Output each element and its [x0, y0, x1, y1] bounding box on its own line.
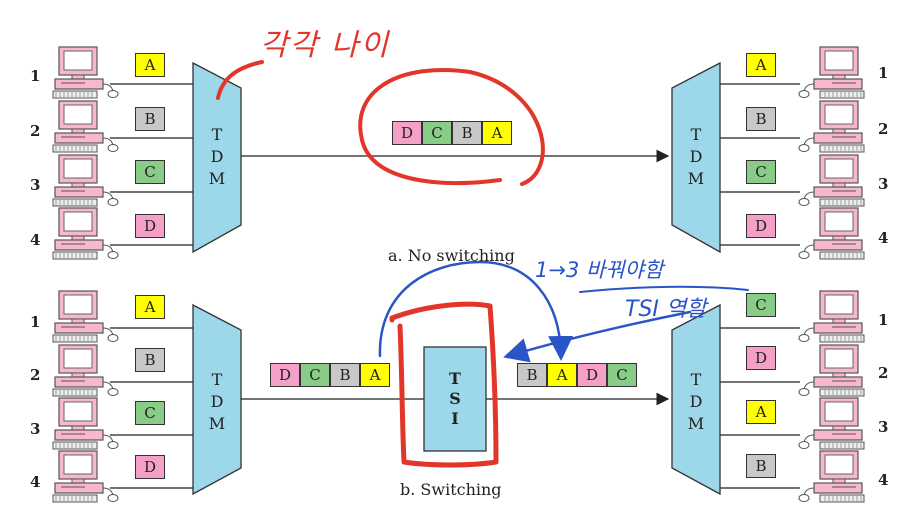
- blue-swap-arc: [378, 260, 574, 361]
- blue-tsi-arrow: [503, 310, 692, 363]
- bottom-left-box-c: C: [135, 401, 165, 425]
- tdm-letter-bottom-left-tdm-1: D: [211, 392, 224, 411]
- bottom-right-box-a: A: [746, 400, 776, 424]
- tdm-letter-top-right-tdm-0: T: [691, 125, 702, 144]
- bottom-left-box-d: D: [135, 455, 165, 479]
- bottom-right-computer-icon-4: [798, 450, 865, 503]
- top-frame-slot-b: B: [452, 121, 482, 145]
- top-left-number-2: 2: [30, 122, 41, 140]
- top-left-number-3: 3: [30, 176, 41, 194]
- tdm-letter-top-left-tdm-2: M: [209, 169, 225, 188]
- top-right-box-b: B: [746, 107, 776, 131]
- bottom-out-slot-d: D: [577, 363, 607, 387]
- top-left-box-c: C: [135, 160, 165, 184]
- top-left-box-b: B: [135, 107, 165, 131]
- bottom-left-box-b: B: [135, 348, 165, 372]
- tdm-letter-bottom-right-tdm-0: T: [691, 370, 702, 389]
- top-left-box-d: D: [135, 214, 165, 238]
- top-left-computer-icon-3: [52, 154, 119, 207]
- top-right-tdm: [671, 61, 721, 254]
- top-right-box-d: D: [746, 214, 776, 238]
- bottom-left-computer-icon-2: [52, 344, 119, 397]
- tsi-box: [423, 346, 487, 452]
- bottom-right-computer-icon-2: [798, 344, 865, 397]
- top-frame-slot-a: A: [482, 121, 512, 145]
- bottom-caption: b. Switching: [400, 480, 502, 499]
- bottom-in-slot-a: A: [360, 363, 390, 387]
- bottom-in-slot-b: B: [330, 363, 360, 387]
- top-right-number-1: 1: [878, 64, 889, 82]
- bottom-left-number-2: 2: [30, 366, 41, 384]
- tsi-letter-1: S: [449, 389, 461, 408]
- top-right-computer-icon-4: [798, 207, 865, 260]
- bottom-out-slot-a: A: [547, 363, 577, 387]
- bottom-left-computer-icon-4: [52, 450, 119, 503]
- top-right-computer-icon-3: [798, 154, 865, 207]
- top-frame-slot-c: C: [422, 121, 452, 145]
- bottom-right-box-d: D: [746, 346, 776, 370]
- bottom-left-number-3: 3: [30, 420, 41, 438]
- red-tsi-highlight: [389, 301, 499, 468]
- tdm-letter-top-left-tdm-0: T: [212, 125, 223, 144]
- top-right-number-4: 4: [878, 229, 889, 247]
- bottom-left-number-4: 4: [30, 473, 41, 491]
- bottom-out-slot-b: B: [517, 363, 547, 387]
- bottom-in-slot-c: C: [300, 363, 330, 387]
- tdm-letter-top-right-tdm-1: D: [690, 147, 703, 166]
- bottom-right-number-2: 2: [878, 364, 889, 382]
- tdm-letter-top-left-tdm-1: D: [211, 147, 224, 166]
- top-right-number-3: 3: [878, 175, 889, 193]
- bottom-left-box-a: A: [135, 295, 165, 319]
- tdm-letter-bottom-left-tdm-0: T: [212, 370, 223, 389]
- tsi-letter-2: I: [451, 409, 458, 428]
- bottom-right-box-c: C: [746, 293, 776, 317]
- top-right-computer-icon-2: [798, 100, 865, 153]
- tsi-letter-0: T: [449, 369, 461, 388]
- top-left-computer-icon-1: [52, 46, 119, 99]
- top-right-box-c: C: [746, 160, 776, 184]
- bottom-right-computer-icon-1: [798, 290, 865, 343]
- top-left-computer-icon-4: [52, 207, 119, 260]
- bottom-left-tdm: [192, 303, 242, 496]
- blue-handwritten-tsi-note: TSI 역할: [625, 297, 707, 322]
- blue-handwritten-swap-note: 1→3 바꿔야함: [535, 258, 664, 282]
- top-left-computer-icon-2: [52, 100, 119, 153]
- bottom-left-number-1: 1: [30, 313, 41, 331]
- bottom-right-box-b: B: [746, 454, 776, 478]
- blue-underline: [579, 285, 749, 293]
- top-right-number-2: 2: [878, 120, 889, 138]
- top-left-box-a: A: [135, 53, 165, 77]
- top-right-computer-icon-1: [798, 46, 865, 99]
- red-pointer-stroke: [216, 60, 264, 100]
- bottom-out-slot-c: C: [607, 363, 637, 387]
- bottom-in-slot-d: D: [270, 363, 300, 387]
- bottom-left-computer-icon-3: [52, 397, 119, 450]
- bottom-left-computer-icon-1: [52, 290, 119, 343]
- top-frame-slot-d: D: [392, 121, 422, 145]
- bottom-right-number-4: 4: [878, 471, 889, 489]
- bottom-right-computer-icon-3: [798, 397, 865, 450]
- top-left-number-4: 4: [30, 231, 41, 249]
- bottom-right-tdm: [671, 303, 721, 496]
- tdm-letter-bottom-right-tdm-1: D: [690, 392, 703, 411]
- tdm-letter-bottom-right-tdm-2: M: [688, 414, 704, 433]
- bottom-right-number-1: 1: [878, 311, 889, 329]
- top-left-number-1: 1: [30, 67, 41, 85]
- red-handwritten-note: 각각 나이: [260, 28, 390, 63]
- red-circle-mark: [358, 67, 545, 186]
- tdm-letter-top-right-tdm-2: M: [688, 169, 704, 188]
- bottom-right-number-3: 3: [878, 418, 889, 436]
- top-caption: a. No switching: [388, 246, 515, 265]
- tdm-letter-bottom-left-tdm-2: M: [209, 414, 225, 433]
- top-right-box-a: A: [746, 53, 776, 77]
